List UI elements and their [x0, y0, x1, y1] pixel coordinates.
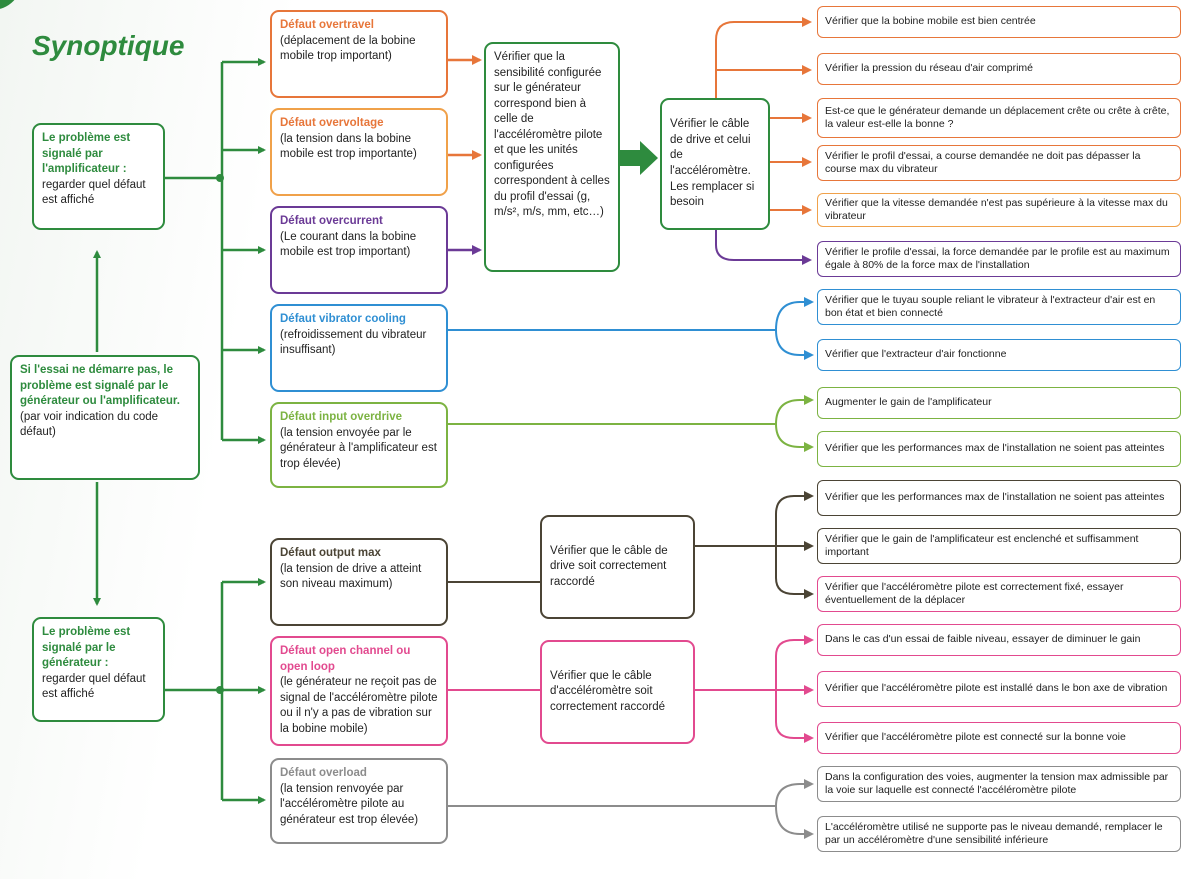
drive-cable-text: Vérifier que le câble de drive soit corr… [550, 544, 668, 588]
check-box-2: Vérifier la pression du réseau d'air com… [817, 53, 1181, 85]
check-box-4: Vérifier le profil d'essai, a course dem… [817, 145, 1181, 181]
check-text-7: Vérifier que le tuyau souple reliant le … [825, 293, 1156, 319]
check-text-4: Vérifier le profil d'essai, a course dem… [825, 149, 1141, 175]
big-arrow [620, 141, 658, 175]
check-text-1: Vérifier que la bobine mobile est bien c… [825, 15, 1036, 28]
check-text-14: Dans le cas d'un essai de faible niveau,… [825, 633, 1141, 646]
fault-openchannel-box: Défaut open channel ou open loop (le gén… [270, 636, 448, 746]
check-box-17: Dans la configuration des voies, augment… [817, 766, 1181, 802]
check-box-15: Vérifier que l'accéléromètre pilote est … [817, 671, 1181, 707]
check-text-15: Vérifier que l'accéléromètre pilote est … [825, 682, 1168, 695]
check-box-12: Vérifier que le gain de l'amplificateur … [817, 528, 1181, 564]
check-text-8: Vérifier que l'extracteur d'air fonction… [825, 348, 1007, 361]
fault-overcurrent-text: (Le courant dans la bobine mobile est tr… [280, 230, 417, 259]
check-text-6: Vérifier le profile d'essai, la force de… [825, 245, 1170, 271]
fault-overcurrent-box: Défaut overcurrent (Le courant dans la b… [270, 206, 448, 294]
check-text-17: Dans la configuration des voies, augment… [825, 770, 1169, 796]
fault-overload-title: Défaut overload [280, 767, 367, 779]
fault-overvoltage-text: (la tension dans la bobine mobile est tr… [280, 132, 417, 161]
accel-cable-box: Vérifier que le câble d'accéléromètre so… [540, 640, 695, 744]
check-box-18: L'accéléromètre utilisé ne supporte pas … [817, 816, 1181, 852]
generator-branch [165, 578, 266, 804]
generator-signal-title: Le problème est signalé par le générateu… [42, 626, 131, 670]
check-text-18: L'accéléromètre utilisé ne supporte pas … [825, 820, 1163, 846]
check-text-12: Vérifier que le gain de l'amplificateur … [825, 532, 1139, 558]
check-box-10: Vérifier que les performances max de l'i… [817, 431, 1181, 467]
check-text-5: Vérifier que la vitesse demandée n'est p… [825, 196, 1168, 222]
blue-lines [448, 297, 814, 360]
fault-overdrive-text: (la tension envoyée par le générateur à … [280, 426, 437, 470]
accel-cable-text: Vérifier que le câble d'accéléromètre so… [550, 669, 666, 713]
check-box-16: Vérifier que l'accéléromètre pilote est … [817, 722, 1181, 754]
check-box-13: Vérifier que l'accéléromètre pilote est … [817, 576, 1181, 612]
check-text-13: Vérifier que l'accéléromètre pilote est … [825, 580, 1124, 606]
check-text-11: Vérifier que les performances max de l'i… [825, 491, 1165, 504]
cable-drive-text: Vérifier le câble de drive et celui de l… [670, 118, 755, 209]
cable-drive-box: Vérifier le câble de drive et celui de l… [660, 98, 770, 230]
pink-lines [448, 635, 814, 743]
amplifier-branch [165, 58, 266, 444]
check-box-5: Vérifier que la vitesse demandée n'est p… [817, 193, 1181, 227]
page-title: Synoptique [32, 30, 185, 61]
fault-openchannel-text: (le générateur ne reçoit pas de signal d… [280, 676, 438, 735]
check-text-9: Augmenter le gain de l'amplificateur [825, 396, 992, 409]
amplifier-signal-title: Le problème est signalé par l'amplificat… [42, 132, 131, 176]
check-box-8: Vérifier que l'extracteur d'air fonction… [817, 339, 1181, 371]
fault-cooling-box: Défaut vibrator cooling (refroidissement… [270, 304, 448, 392]
generator-signal-box: Le problème est signalé par le générateu… [32, 617, 165, 722]
fault-overcurrent-title: Défaut overcurrent [280, 215, 383, 227]
fault-overload-box: Défaut overload (la tension renvoyée par… [270, 758, 448, 844]
fault-overtravel-text: (déplacement de la bobine mobile trop im… [280, 34, 416, 63]
gray-lines [448, 779, 814, 839]
fault-overvoltage-box: Défaut overvoltage (la tension dans la b… [270, 108, 448, 196]
fault-overdrive-box: Défaut input overdrive (la tension envoy… [270, 402, 448, 488]
drive-cable-box: Vérifier que le câble de drive soit corr… [540, 515, 695, 619]
fault-outputmax-text: (la tension de drive a atteint son nivea… [280, 562, 422, 591]
fault-cooling-text: (refroidissement du vibrateur insuffisan… [280, 328, 427, 357]
check-box-1: Vérifier que la bobine mobile est bien c… [817, 6, 1181, 38]
check-box-9: Augmenter le gain de l'amplificateur [817, 387, 1181, 419]
generator-signal-text: regarder quel défaut est affiché [42, 672, 146, 701]
lime-lines [448, 395, 814, 452]
amplifier-signal-box: Le problème est signalé par l'amplificat… [32, 123, 165, 230]
check-text-2: Vérifier la pression du réseau d'air com… [825, 62, 1034, 75]
check-text-16: Vérifier que l'accéléromètre pilote est … [825, 731, 1126, 744]
start-failure-title: Si l'essai ne démarre pas, le problème e… [20, 364, 180, 408]
check-box-3: Est-ce que le générateur demande un dépl… [817, 98, 1181, 138]
fault-outputmax-box: Défaut output max (la tension de drive a… [270, 538, 448, 626]
fault-openchannel-title: Défaut open channel ou open loop [280, 645, 411, 673]
sensitivity-check-text: Vérifier que la sensibilité configurée s… [494, 51, 610, 219]
check-text-10: Vérifier que les performances max de l'i… [825, 442, 1165, 455]
fault-cooling-title: Défaut vibrator cooling [280, 313, 406, 325]
fault-outputmax-title: Défaut output max [280, 547, 381, 559]
start-failure-box: Si l'essai ne démarre pas, le problème e… [10, 355, 200, 480]
fault-overdrive-title: Défaut input overdrive [280, 411, 403, 423]
amplifier-signal-text: regarder quel défaut est affiché [42, 178, 146, 207]
sensitivity-check-box: Vérifier que la sensibilité configurée s… [484, 42, 620, 272]
fault-overload-text: (la tension renvoyée par l'accéléromètre… [280, 782, 419, 826]
check-box-6: Vérifier le profile d'essai, la force de… [817, 241, 1181, 277]
fault-overvoltage-title: Défaut overvoltage [280, 117, 384, 129]
fault-overtravel-title: Défaut overtravel [280, 19, 374, 31]
start-failure-text: (par voir indication du code défaut) [20, 410, 159, 439]
check-box-7: Vérifier que le tuyau souple reliant le … [817, 289, 1181, 325]
fault-overtravel-box: Défaut overtravel (déplacement de la bob… [270, 10, 448, 98]
check-box-14: Dans le cas d'un essai de faible niveau,… [817, 624, 1181, 656]
check-text-3: Est-ce que le générateur demande un dépl… [825, 104, 1170, 130]
check-box-11: Vérifier que les performances max de l'i… [817, 480, 1181, 516]
dark-lines [448, 491, 814, 599]
